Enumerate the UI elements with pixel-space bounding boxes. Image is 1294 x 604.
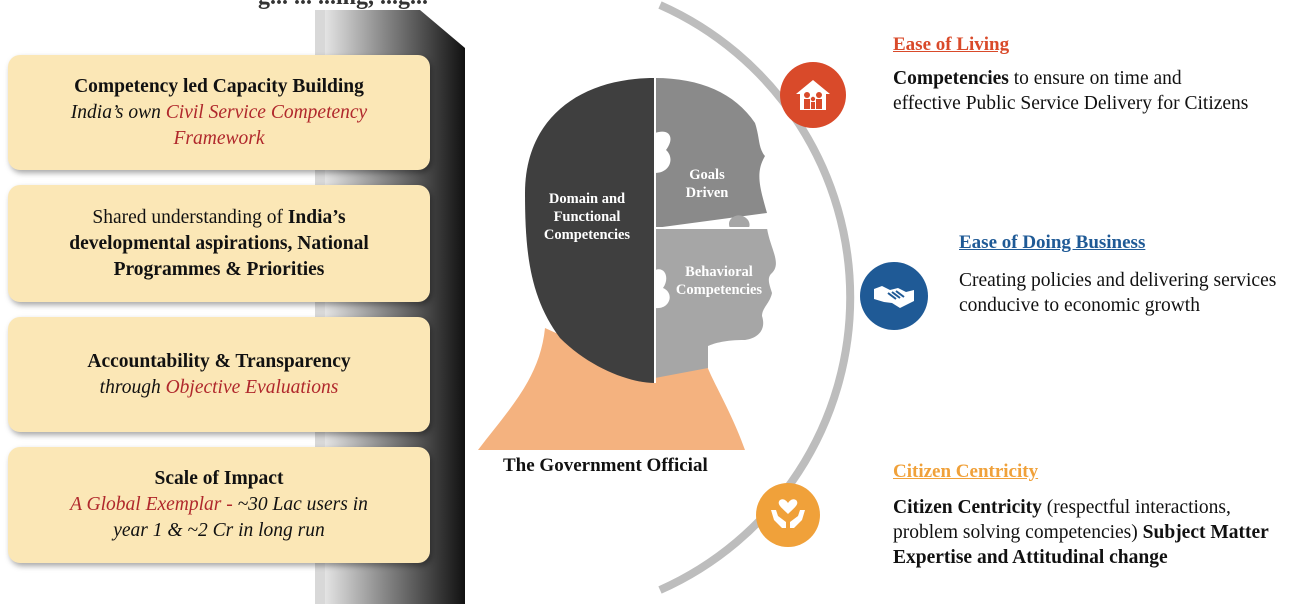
card-scale-of-impact: Scale of Impact A Global Exemplar - ~30 … <box>8 447 430 563</box>
label-goals: Goals Driven <box>685 167 729 201</box>
progress-arc <box>658 1 855 594</box>
cut-title: g... ... ...ing, ...g... <box>258 0 428 11</box>
card-accountability: Accountability & Transparency through Ob… <box>8 317 430 432</box>
title-ease-of-doing-business: Ease of Doing Business <box>959 232 1146 253</box>
card-competency: Competency led Capacity Building India’s… <box>8 55 430 170</box>
label-domain: Domain and Functional Competencies <box>543 191 631 243</box>
heart-hands-icon <box>756 483 820 547</box>
title-citizen-centricity: Citizen Centricity <box>893 461 1039 482</box>
head-illustration <box>478 78 776 450</box>
text-citizen-centricity: Citizen Centricity (respectful interacti… <box>893 497 1269 568</box>
text-ease-of-doing-business: Creating policies and delivering service… <box>959 270 1277 316</box>
handshake-icon <box>860 262 928 330</box>
card-shared-understanding: Shared understanding of India’s developm… <box>8 185 430 302</box>
family-house-icon <box>780 62 846 128</box>
caption-government-official: The Government Official <box>503 455 708 476</box>
label-behavioral: Behavioral Competencies <box>675 264 763 298</box>
title-ease-of-living: Ease of Living <box>893 34 1010 55</box>
text-ease-of-living: Competencies to ensure on time and effec… <box>893 68 1249 114</box>
